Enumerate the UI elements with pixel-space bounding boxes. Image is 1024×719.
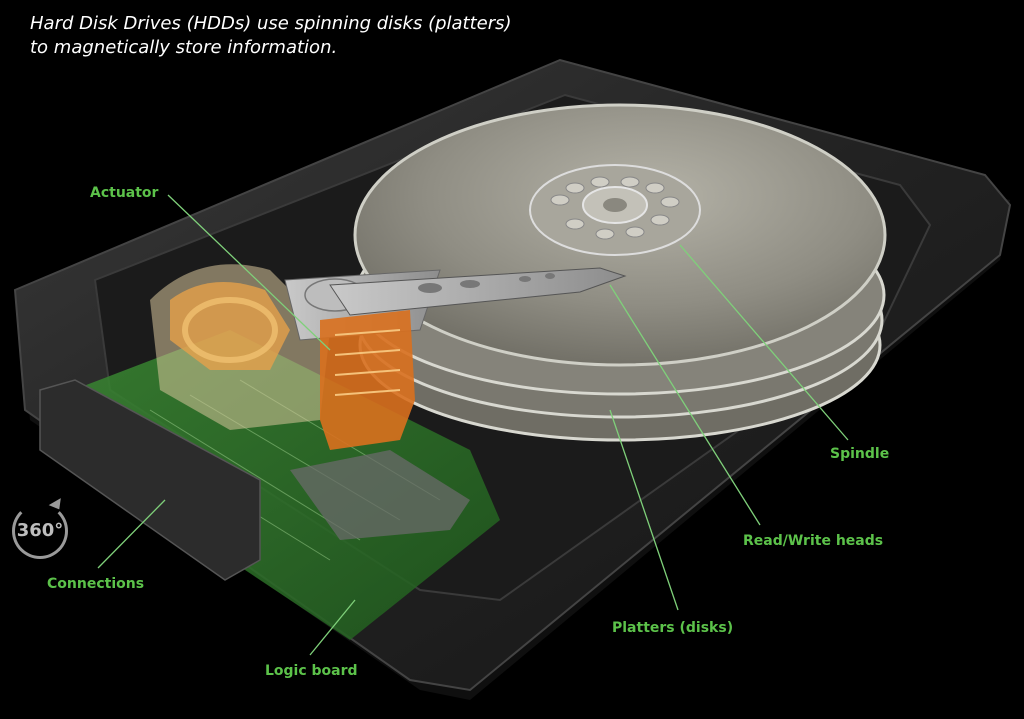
leader-logic-board bbox=[309, 599, 356, 656]
leader-spindle bbox=[679, 244, 849, 441]
leader-platters bbox=[609, 409, 679, 611]
flex-cable bbox=[320, 310, 415, 450]
rotate-360-label: 360° bbox=[16, 520, 64, 541]
intro-line-2: to magnetically store information. bbox=[30, 37, 338, 58]
rotate-360-button[interactable]: 360° bbox=[10, 498, 76, 561]
intro-text: Hard Disk Drives (HDDs) use spinning dis… bbox=[30, 12, 590, 60]
spindle-hub bbox=[529, 164, 701, 256]
label-actuator: Actuator bbox=[90, 185, 159, 201]
leader-actuator bbox=[167, 194, 331, 351]
connector-housing bbox=[39, 379, 261, 581]
leader-heads bbox=[609, 284, 761, 526]
leader-connections bbox=[97, 499, 166, 569]
label-platters: Platters (disks) bbox=[612, 620, 734, 636]
leader-lines bbox=[97, 194, 849, 656]
label-connections: Connections bbox=[47, 576, 145, 592]
intro-line-1: Hard Disk Drives (HDDs) use spinning dis… bbox=[30, 13, 512, 34]
rotate-360-icon bbox=[12, 503, 68, 559]
arm-holes bbox=[418, 273, 555, 293]
head-arm bbox=[329, 267, 627, 316]
bottom-plate bbox=[290, 450, 470, 540]
label-logic-board: Logic board bbox=[265, 663, 358, 679]
flex-cable-contacts bbox=[334, 329, 401, 396]
logic-board-shape bbox=[60, 330, 500, 640]
label-read-write-heads: Read/Write heads bbox=[743, 533, 884, 549]
label-spindle: Spindle bbox=[830, 446, 890, 462]
